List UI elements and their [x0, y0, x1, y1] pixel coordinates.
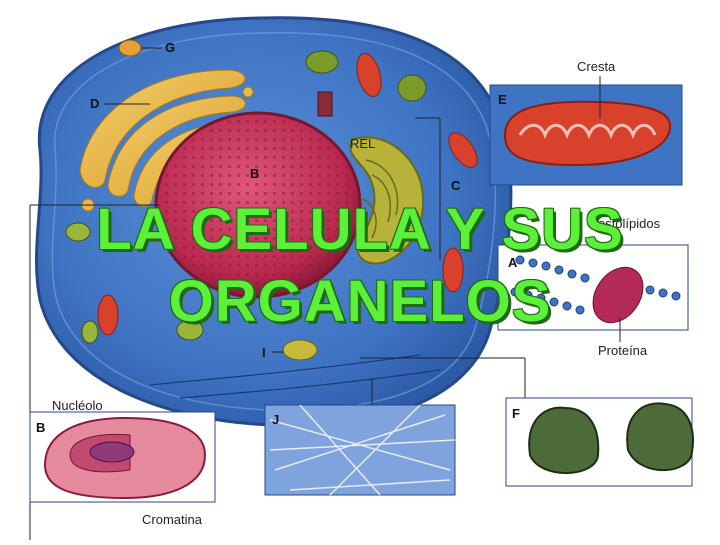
title-line-1: LA CELULA Y SUS — [96, 197, 624, 262]
title-line-2: ORGANELOS — [168, 269, 552, 334]
label-b-nucleus: B — [250, 166, 259, 181]
vesicle — [81, 320, 99, 344]
inset-ribosomes: F — [505, 397, 694, 487]
vesicle — [118, 39, 142, 57]
label-rel: REL — [350, 136, 375, 151]
smooth-er — [349, 136, 425, 265]
mitochondrion — [97, 294, 119, 336]
vesicle — [397, 74, 427, 102]
label-e: E — [498, 92, 507, 107]
label-g: G — [165, 40, 175, 55]
vesicle — [176, 319, 204, 341]
centriole — [317, 91, 333, 117]
mitochondrion — [448, 132, 478, 168]
label-proteina: Proteína — [598, 343, 648, 358]
inset-membrane: A — [497, 244, 689, 331]
label-j: J — [272, 412, 279, 427]
inset-cytoskeleton: J — [264, 404, 456, 496]
vesicle — [305, 50, 339, 74]
label-i: I — [262, 345, 266, 360]
cytoskeleton — [149, 354, 421, 386]
label-nucleolo: Nucléolo — [52, 398, 103, 413]
label-fosfolipidos: Fosfolípidos — [590, 216, 661, 231]
label-c: C — [451, 178, 461, 193]
label-a: A — [508, 255, 518, 270]
inset-nucleus: B — [29, 411, 216, 503]
label-b: B — [36, 420, 45, 435]
label-d: D — [90, 96, 99, 111]
inset-mitochondrion: E — [489, 84, 683, 186]
vesicle — [65, 222, 91, 242]
lysosome — [282, 339, 318, 361]
mitochondrion — [442, 247, 464, 293]
mitochondrion — [356, 53, 382, 97]
label-f: F — [512, 406, 520, 421]
label-cresta: Cresta — [577, 59, 616, 74]
label-cromatina: Cromatina — [142, 512, 203, 527]
nucleus — [154, 111, 362, 299]
